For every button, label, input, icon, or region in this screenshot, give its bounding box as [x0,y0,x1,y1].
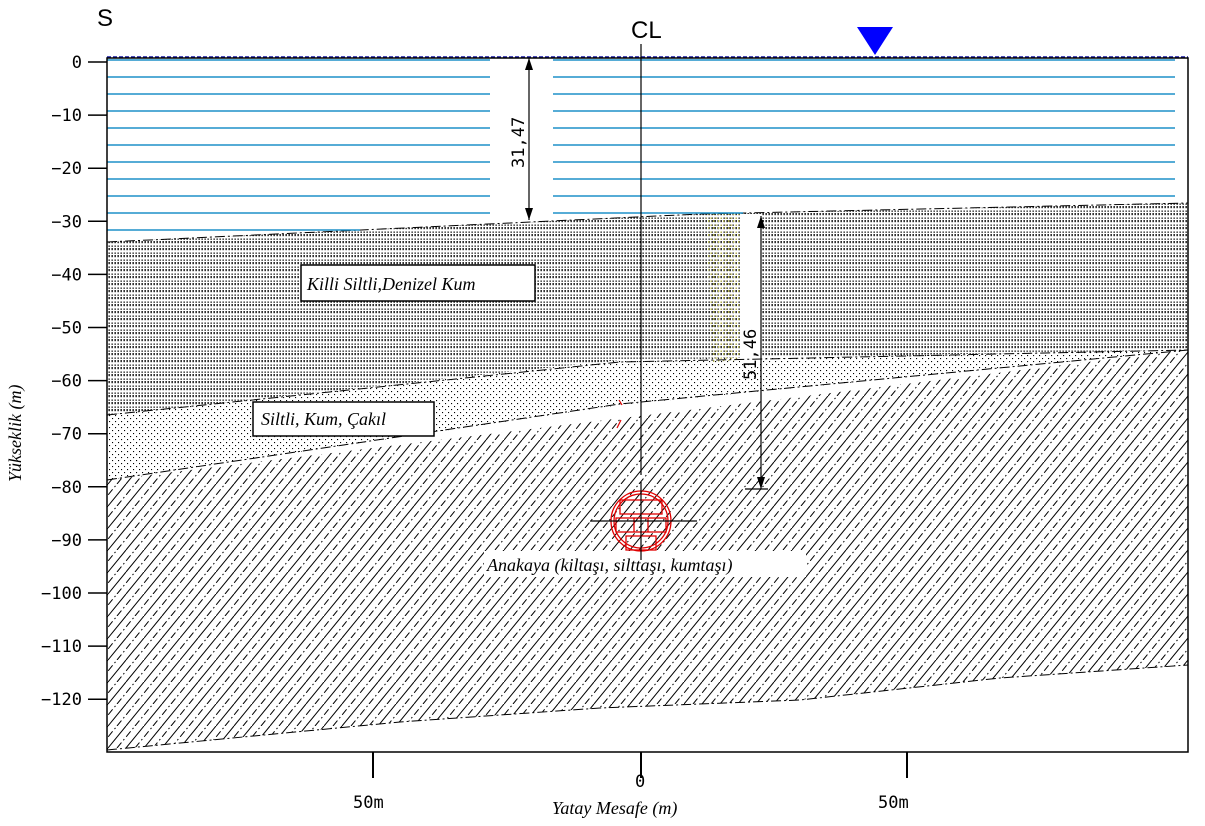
layer-boundaries [106,202,1189,751]
y-tick-label: −70 [51,425,82,445]
clayey-silty-sand-layer [107,203,1188,415]
label-silty-sand-gravel-text: Siltli, Kum, Çakıl [261,409,386,429]
x-tick-label-right: 50m [878,793,909,813]
y-tick-label: −80 [51,478,82,498]
centerline-label: CL [631,17,662,44]
water-level-icon [857,27,893,55]
y-tick-label: −110 [41,637,82,657]
label-clayey-silty-sand: Killi Siltli,Denizel Kum [300,264,536,302]
x-tick-label-center: 0 [635,772,645,792]
y-tick-label: −50 [51,319,82,339]
y-tick-label: −30 [51,212,82,232]
water-depth-value: 31,47 [509,117,529,168]
x-axis-title: Yatay Mesafe (m) [552,798,677,819]
label-silty-sand-gravel: Siltli, Kum, Çakıl [252,401,435,437]
label-bedrock: Anakaya (kiltaşı, silttaşı, kumtaşı) [484,551,806,577]
y-tick-label: −60 [51,372,82,392]
plot-frame [106,57,1189,753]
label-clayey-silty-sand-text: Killi Siltli,Denizel Kum [306,274,476,294]
direction-label: S [97,5,113,32]
crossing-depth-dimension: 51,46 [741,216,768,490]
y-axis-title: Yükseklik (m) [5,385,26,482]
tunnel-crosshair [590,482,697,560]
x-axis: 50m 0 50m [353,752,909,813]
y-axis: 0 −10 −20 −30 −40 −50 −60 −70 −80 −90 −100 −110 −120 [41,53,107,710]
sea-water [107,56,1188,231]
y-tick-label: −10 [51,106,82,126]
label-bedrock-text: Anakaya (kiltaşı, silttaşı, kumtaşı) [486,555,732,576]
crossing-depth-value: 51,46 [741,329,761,380]
y-tick-label: −90 [51,531,82,551]
y-tick-label: −100 [41,584,82,604]
y-tick-label: −40 [51,265,82,285]
y-tick-label: 0 [72,53,82,73]
water-depth-dimension: 31,47 [509,58,533,220]
y-tick-label: −120 [41,690,82,710]
x-tick-label-left: 50m [353,793,384,813]
trench-fill [706,214,740,362]
y-tick-label: −20 [51,159,82,179]
